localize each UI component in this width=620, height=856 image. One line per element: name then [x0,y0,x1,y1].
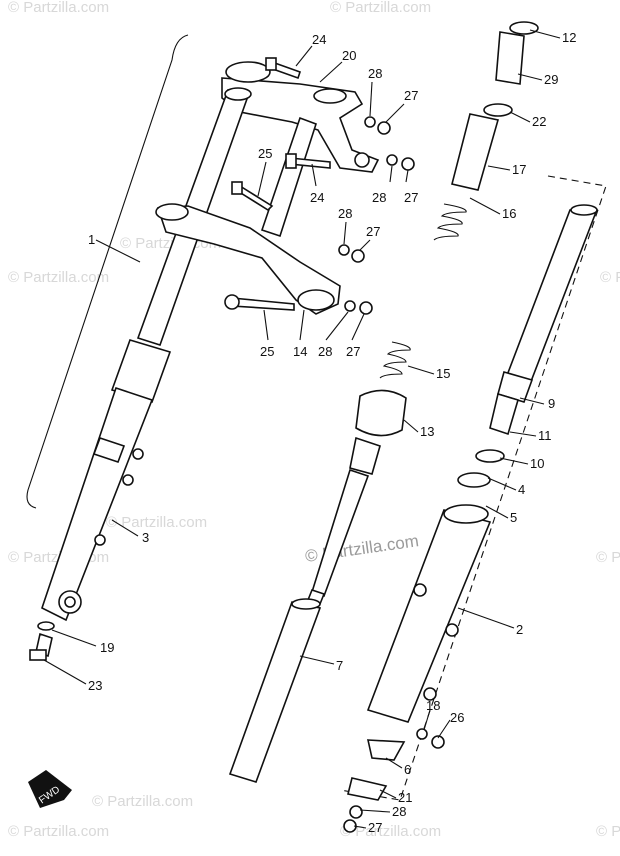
callout-label: 24 [310,190,324,205]
callout-label: 27 [404,190,418,205]
watermark-text: © Partzilla.com [600,269,620,286]
callout-label: 7 [336,658,343,673]
callout-label: 4 [518,482,525,497]
callout-label: 6 [404,762,411,777]
callout-label: 27 [346,344,360,359]
watermark-text: © Partzilla.com [8,823,109,840]
callout-label: 27 [366,224,380,239]
center-damper-stack [306,21,539,605]
callout-label: 24 [312,32,326,47]
watermark-text: © Partzilla.com [340,823,441,840]
callout-label: 27 [368,820,382,835]
callout-label: 26 [450,710,464,725]
callout-label: 29 [544,72,558,87]
watermark-text: © Partzilla.com [8,269,109,286]
fasteners-top [224,57,415,315]
callout-labels: 24 20 28 27 25 24 28 27 28 27 1 25 14 28… [88,30,576,835]
callout-label: 14 [293,344,307,359]
callout-label: 5 [510,510,517,525]
callout-label: 2 [516,622,523,637]
right-fork-assembly [339,175,607,833]
fwd-arrow: FWD [28,770,72,808]
callout-label: 17 [512,162,526,177]
callout-label: 23 [88,678,102,693]
watermark-text: © Partzilla.com [106,514,207,531]
callout-label: 25 [258,146,272,161]
callout-label: 15 [436,366,450,381]
inner-tube-7-top [291,598,321,610]
callout-label: 28 [372,190,386,205]
callout-label: 20 [342,48,356,63]
callout-label: 28 [368,66,382,81]
callout-label: 27 [404,88,418,103]
under-bracket [155,116,341,315]
spring-16 [433,203,467,241]
left-fork-bracket-line [26,34,189,509]
callout-label: 21 [398,790,412,805]
watermark-text: © Partzilla.com [330,0,431,16]
drain-bolt-assembly [29,621,55,661]
callout-label: 1 [88,232,95,247]
callout-label: 11 [538,428,552,443]
leader-lines [43,29,561,829]
watermark-text: © Partzilla.com [596,823,620,840]
callout-label: 10 [530,456,544,471]
watermark-text: © Partzilla.com [92,793,193,810]
callout-label: 28 [338,206,352,221]
upper-bracket [221,61,380,173]
callout-label: 25 [260,344,274,359]
callout-label: 22 [532,114,546,129]
callout-label: 9 [548,396,555,411]
callout-label: 12 [562,30,576,45]
watermark-text: © Partzilla.com [596,549,620,566]
callout-label: 16 [502,206,516,221]
inner-tube-7 [228,601,322,783]
callout-label: 19 [100,640,114,655]
callout-label: 18 [426,698,440,713]
spring-15 [379,341,411,379]
callout-label: 28 [318,344,332,359]
watermark-text: © Partzilla.com [8,0,109,16]
callout-label: 13 [420,424,434,439]
callout-label: 3 [142,530,149,545]
callout-label: 28 [392,804,406,819]
